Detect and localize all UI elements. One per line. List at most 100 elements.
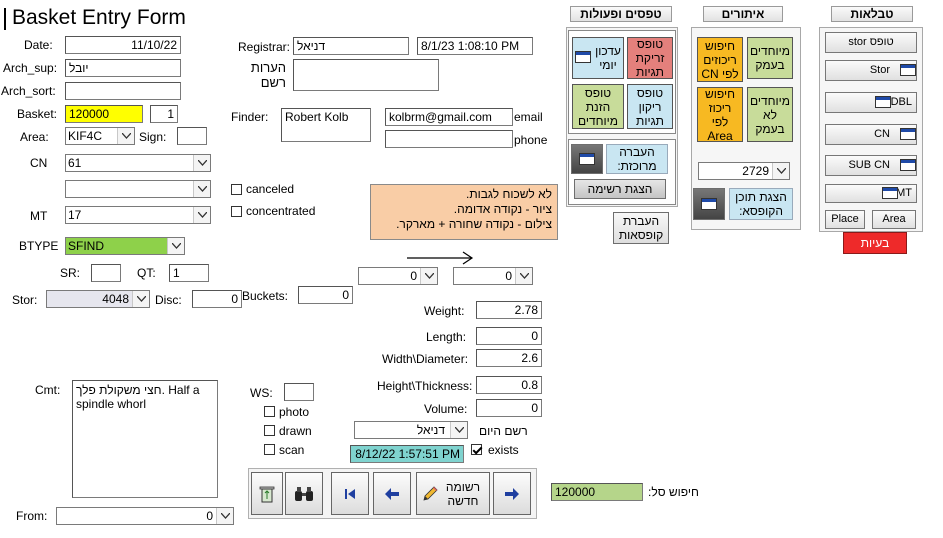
disc-field[interactable]: 0 <box>192 290 242 308</box>
problems-label: בעיות <box>860 236 890 250</box>
stor-table-button[interactable]: Stor <box>825 60 917 81</box>
special-in-depth-button[interactable]: מיוחדים בעמק <box>747 37 793 79</box>
drawn-checkbox[interactable] <box>264 425 275 436</box>
problems-button[interactable]: בעיות <box>843 232 907 254</box>
chevron-down-icon[interactable] <box>450 422 467 438</box>
forms-panel-header: טפסים ופעולות <box>570 6 672 22</box>
chevron-down-icon[interactable] <box>216 508 233 524</box>
chevron-down-icon[interactable] <box>193 155 210 171</box>
chevron-down-icon[interactable] <box>117 128 134 144</box>
chevron-down-icon[interactable] <box>132 291 149 307</box>
table-icon <box>900 128 916 140</box>
show-box-contents-label: הצגת תוכן הקופסא: <box>729 188 793 220</box>
date-label: Date: <box>24 38 53 52</box>
locate-panel-header: איתורים <box>703 6 783 22</box>
previous-record-button[interactable] <box>373 472 411 515</box>
photo-checkbox[interactable] <box>264 406 275 417</box>
email-field[interactable]: kolbrm@gmail.com <box>385 108 513 126</box>
transfer-from-combo-value: 0 <box>410 269 417 283</box>
canceled-checkbox[interactable] <box>231 184 242 195</box>
width-field[interactable]: 2.6 <box>476 349 542 367</box>
from-combo-value: 0 <box>206 509 213 523</box>
arch-sup-field[interactable]: יובל <box>65 59 181 77</box>
btype-combo[interactable]: SFIND <box>65 237 185 255</box>
date-field[interactable]: 11/10/22 <box>65 36 181 54</box>
cn-combo[interactable]: 61 <box>65 154 211 172</box>
chevron-down-icon[interactable] <box>420 268 437 284</box>
area-table-button[interactable]: Area <box>872 210 916 229</box>
form-icon <box>579 153 595 165</box>
registrar-label: Registrar: <box>238 40 291 54</box>
show-box-contents-icon-button[interactable] <box>693 188 725 220</box>
concentrated-checkbox[interactable] <box>231 206 242 217</box>
title-bar-marker <box>4 8 6 30</box>
transfer-to-combo[interactable]: 0 <box>453 267 533 285</box>
ws-field[interactable] <box>284 383 314 401</box>
volume-field[interactable]: 0 <box>476 399 542 417</box>
sub-cn-table-button[interactable]: SUB CN <box>825 155 917 176</box>
area-combo[interactable]: KIF4C <box>65 127 135 145</box>
length-field[interactable]: 0 <box>476 327 542 345</box>
place-table-button[interactable]: Place <box>825 210 865 229</box>
ws-label: WS: <box>250 386 273 400</box>
tag-spray-form-label: טופס זריקת תגיות <box>635 37 665 79</box>
height-label: Height\Thickness: <box>377 379 473 393</box>
concentrated-label: concentrated <box>246 204 316 218</box>
basket-label: Basket: <box>17 107 58 121</box>
search-basket-field[interactable]: 120000 <box>551 483 643 501</box>
stor-combo[interactable]: 4048 <box>46 290 150 308</box>
new-record-button[interactable]: רשומה חדשה <box>416 472 490 515</box>
buckets-field[interactable]: 0 <box>298 286 353 304</box>
sign-label: Sign: <box>139 130 167 144</box>
chevron-down-icon[interactable] <box>515 268 532 284</box>
chevron-down-icon[interactable] <box>167 238 184 254</box>
cn-secondary-combo[interactable] <box>65 180 211 198</box>
basket-number-field[interactable]: 1 <box>150 105 178 123</box>
chevron-down-icon[interactable] <box>193 207 210 223</box>
height-field[interactable]: 0.8 <box>476 376 542 394</box>
canceled-label: canceled <box>246 182 295 196</box>
registrar-datetime-field[interactable]: 8/1/23 1:08:10 PM <box>417 37 533 55</box>
mt-table-button[interactable]: MT <box>825 184 917 203</box>
basket-field[interactable]: 120000 <box>65 105 143 123</box>
cn-table-button[interactable]: CN <box>825 124 917 145</box>
finder-field[interactable]: Robert Kolb <box>281 108 371 142</box>
transfer-centralized-icon-button[interactable] <box>571 144 603 174</box>
stor-form-button[interactable]: stor טופס <box>825 32 917 53</box>
notes-field[interactable] <box>293 59 439 91</box>
sign-field[interactable] <box>177 127 207 145</box>
registrar-field[interactable]: דניאל <box>293 37 409 55</box>
exists-checkbox[interactable] <box>471 444 482 455</box>
transfer-from-combo[interactable]: 0 <box>358 267 438 285</box>
chevron-down-icon[interactable] <box>772 163 789 179</box>
cmt-field[interactable]: חצי משקולת פלך. Half a spindle whorl <box>72 380 218 498</box>
btype-label: BTYPE <box>19 239 59 253</box>
finder-label: Finder: <box>231 110 269 124</box>
box-combo[interactable]: 2729 <box>698 162 790 180</box>
chevron-down-icon[interactable] <box>193 181 210 197</box>
dbl-table-button[interactable]: DBL <box>825 92 917 113</box>
empty-tags-form-button[interactable]: טופס ריקון תגיות <box>627 84 673 129</box>
special-entry-form-button[interactable]: טופס הזנת מיוחדים <box>572 84 624 129</box>
next-record-button[interactable] <box>493 472 531 515</box>
qt-field[interactable]: 1 <box>169 264 209 282</box>
sr-field[interactable] <box>91 264 121 282</box>
recorder-today-combo[interactable]: דניאל <box>354 421 468 439</box>
scan-checkbox[interactable] <box>264 444 275 455</box>
special-not-in-depth-button[interactable]: מיוחדים לא בעמק <box>747 87 793 142</box>
first-record-button[interactable] <box>331 472 369 515</box>
search-by-area-button[interactable]: חיפוש ריכוז לפי Area <box>697 87 743 143</box>
transfer-boxes-button[interactable]: העברת קופסאות <box>613 212 669 244</box>
recycle-bin-button[interactable] <box>251 472 283 515</box>
daily-update-label: עדכון יומי <box>595 44 621 72</box>
show-list-button[interactable]: הצגת רשימה <box>574 179 666 199</box>
search-by-cn-button[interactable]: חיפוש ריכוזים לפי CN <box>697 37 743 82</box>
arch-sort-field[interactable] <box>65 82 181 100</box>
mt-combo[interactable]: 17 <box>65 206 211 224</box>
tag-spray-form-button[interactable]: טופס זריקת תגיות <box>627 37 673 79</box>
find-button[interactable] <box>285 472 323 515</box>
phone-field[interactable] <box>385 130 513 148</box>
from-combo[interactable]: 0 <box>56 507 234 525</box>
weight-field[interactable]: 2.78 <box>476 301 542 319</box>
record-datetime-field[interactable]: 8/12/22 1:57:51 PM <box>350 445 464 463</box>
